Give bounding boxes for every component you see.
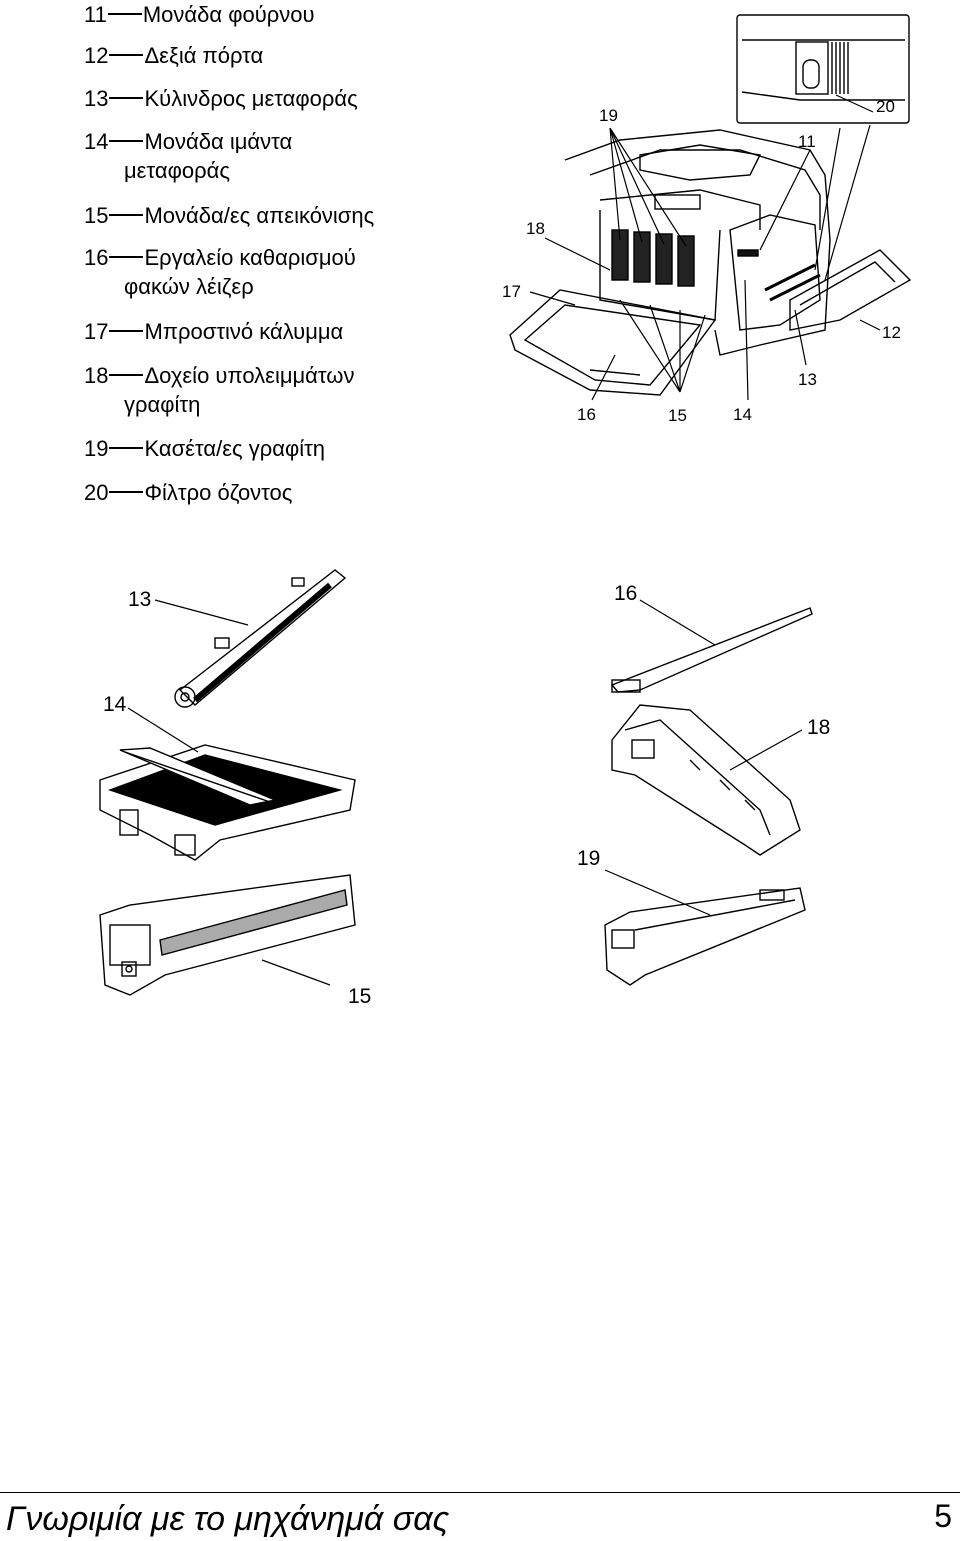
printer-body xyxy=(509,129,912,396)
ozone-filter-inset xyxy=(736,14,910,124)
parts-diagram: 13 14 15 16 18 19 xyxy=(99,569,830,1008)
part-callout-15: 15 xyxy=(348,985,371,1008)
callout-20: 20 xyxy=(876,97,895,116)
page-number: 5 xyxy=(934,1498,952,1534)
legend-text-cont: φακών λέιζερ xyxy=(124,274,254,299)
callout-leaders xyxy=(529,94,881,401)
callout-19: 19 xyxy=(599,106,618,125)
footer-section-title: Γνωριμία με το μηχάνημά σας xyxy=(6,1500,450,1538)
callout-17: 17 xyxy=(502,282,521,301)
callout-11: 11 xyxy=(798,132,816,151)
part-callout-16: 16 xyxy=(614,582,637,605)
footer-rule xyxy=(0,1492,960,1493)
legend-text: Κασέτα/ες γραφίτη xyxy=(144,436,326,461)
callout-13: 13 xyxy=(798,370,817,389)
legend-text: Εργαλείο καθαρισμού xyxy=(144,245,356,270)
leader-16 xyxy=(639,599,716,646)
callout-15: 15 xyxy=(668,406,687,425)
part-callout-14: 14 xyxy=(103,693,127,716)
legend-text: Μονάδα/ες απεικόνισης xyxy=(144,203,375,228)
legend-text: Δεξιά πόρτα xyxy=(144,43,264,68)
callout-18: 18 xyxy=(526,219,545,238)
leader-14 xyxy=(127,707,199,753)
legend-text: Μονάδα ιμάντα xyxy=(144,129,293,154)
legend-text-cont: γραφίτη xyxy=(124,392,201,417)
callout-16: 16 xyxy=(577,405,596,424)
callout-14: 14 xyxy=(733,405,752,424)
lens-cleaning-tool xyxy=(610,607,813,693)
legend-text: Μονάδα φούρνου xyxy=(142,2,315,27)
legend-text-cont: μεταφοράς xyxy=(124,158,230,183)
leader-13 xyxy=(154,599,249,626)
printer-diagram: 19 20 11 18 17 12 13 16 15 14 xyxy=(502,14,912,425)
transfer-belt-unit xyxy=(99,744,356,861)
callout-12: 12 xyxy=(882,323,901,342)
legend-text: Μπροστινό κάλυμμα xyxy=(144,319,344,344)
legend-text: Φίλτρο όζοντος xyxy=(144,480,293,505)
part-callout-18: 18 xyxy=(807,716,830,739)
leader-15 xyxy=(261,959,331,986)
part-callout-19: 19 xyxy=(577,847,600,870)
legend-text: Κύλινδρος μεταφοράς xyxy=(144,86,358,111)
toner-cartridge xyxy=(604,887,806,986)
part-callout-13: 13 xyxy=(128,588,151,611)
waste-toner-bottle xyxy=(611,704,801,856)
imaging-unit xyxy=(99,874,356,996)
legend-text: Δοχείο υπολειμμάτων xyxy=(144,363,355,388)
transfer-roller xyxy=(174,569,347,708)
leader-19 xyxy=(604,869,711,916)
leader-18 xyxy=(729,729,803,771)
